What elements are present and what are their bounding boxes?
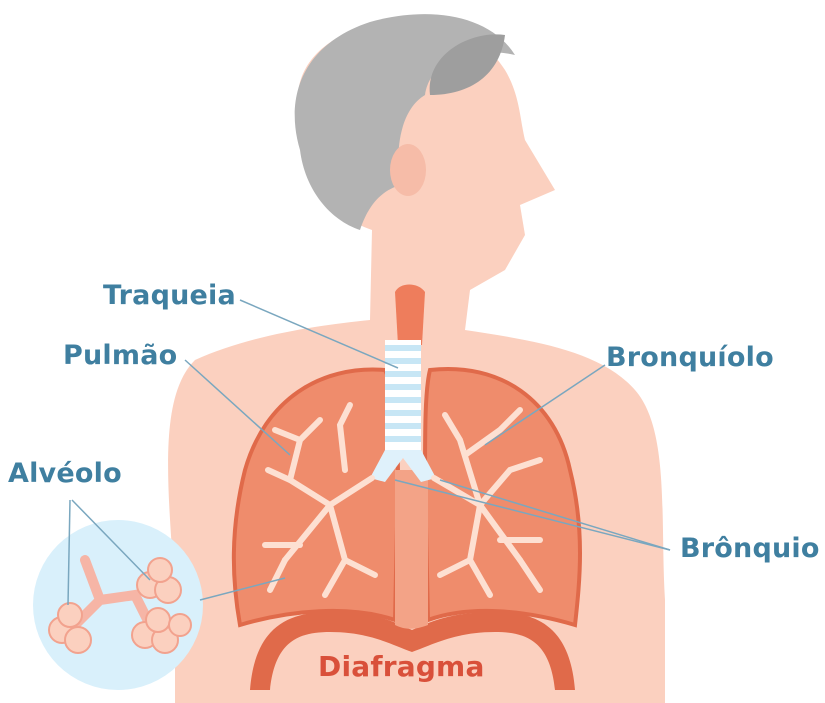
label-diafragma: Diafragma	[318, 650, 485, 683]
label-traqueia: Traqueia	[103, 280, 236, 311]
label-pulmao: Pulmão	[63, 340, 177, 371]
ear	[390, 144, 426, 196]
label-bronquiolo: Bronquíolo	[606, 342, 774, 373]
label-bronquio: Brônquio	[680, 533, 820, 564]
label-alveolo: Alvéolo	[8, 458, 122, 489]
alveolus-inset	[33, 520, 203, 690]
mediastinum	[395, 470, 428, 629]
larynx	[395, 285, 425, 346]
